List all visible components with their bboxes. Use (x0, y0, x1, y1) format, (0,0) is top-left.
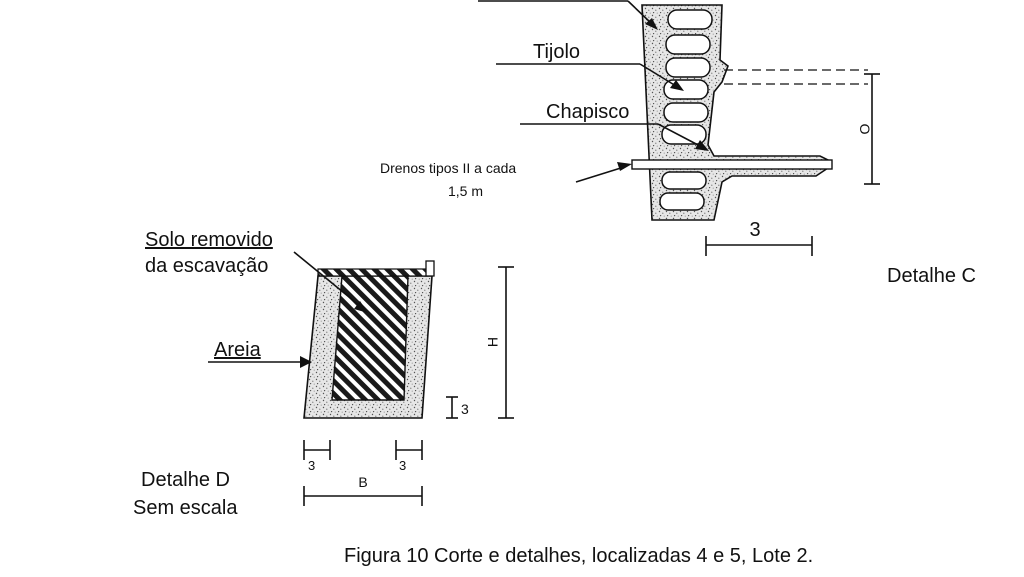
dim-label-b: B (358, 474, 367, 490)
dim-label-3-d-mid: 3 (399, 458, 406, 473)
figure-caption: Figura 10 Corte e detalhes, localizadas … (344, 545, 813, 567)
removed-soil-body (331, 275, 409, 401)
dim-label-3-d-right: 3 (461, 401, 469, 417)
brick-row (659, 9, 713, 211)
leader-arrow-top (627, 0, 653, 25)
dim-label-h: H (485, 337, 501, 347)
label-drenos-line2: 1,5 m (448, 183, 483, 199)
label-detalhe-c: Detalhe C (887, 265, 976, 287)
dimension-h (498, 266, 514, 419)
leader-solo (293, 251, 368, 313)
dimension-b (303, 486, 423, 506)
label-tijolo: Tijolo (533, 41, 580, 63)
dimension-3-d-left (303, 440, 331, 460)
detalhe-d-trench (303, 260, 435, 419)
label-chapisco: Chapisco (546, 101, 629, 123)
label-drenos-line1: Drenos tipos II a cada (380, 160, 516, 176)
dimension-o (864, 73, 880, 185)
drain-pipe (631, 159, 833, 170)
dimension-3-d-right (446, 396, 458, 419)
label-solo-line1: Solo removido (145, 229, 273, 251)
detalhe-c-wall (478, 0, 833, 221)
leader-areia (208, 356, 312, 368)
dim-label-3-c: 3 (749, 219, 760, 241)
label-detalhe-d-line1: Detalhe D (141, 469, 230, 491)
leader-chapisco (520, 123, 709, 151)
label-solo-line2: da escavação (145, 255, 268, 277)
label-detalhe-d-line2: Sem escala (133, 497, 238, 519)
dim-label-o: O (857, 123, 873, 134)
top-cap (317, 268, 429, 277)
dimension-3-d-mid (395, 440, 423, 460)
top-post (425, 260, 435, 277)
leader-tijolo (496, 63, 684, 91)
label-areia: Areia (214, 339, 262, 361)
dimension-3-c (705, 236, 813, 256)
leader-drenos (575, 162, 632, 183)
dim-label-3-d-left: 3 (308, 458, 315, 473)
